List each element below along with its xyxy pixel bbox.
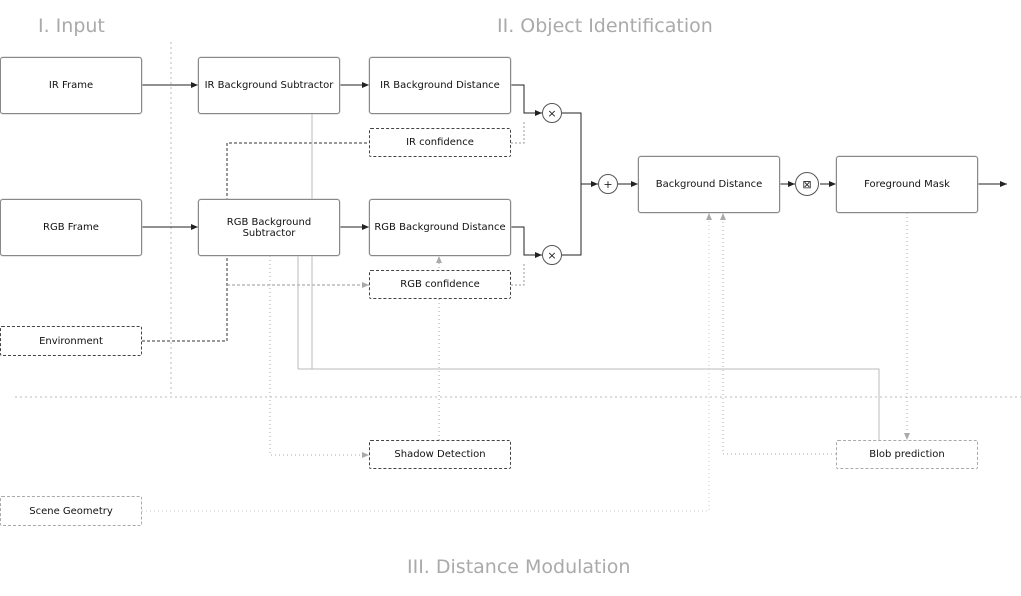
ir-background-distance-label: IR Background Distance [380, 80, 500, 91]
blob-prediction-label: Blob prediction [869, 449, 945, 460]
section-title-distance-modulation: III. Distance Modulation [407, 556, 631, 578]
shadow-detection-label: Shadow Detection [394, 449, 486, 460]
foreground-mask-node: Foreground Mask [836, 156, 978, 213]
threshold-operator: ⊠ [795, 172, 819, 196]
sum-operator: + [598, 174, 618, 194]
rgb-confidence-label: RGB confidence [400, 279, 480, 290]
shadow-detection-node: Shadow Detection [369, 440, 511, 469]
blob-prediction-node: Blob prediction [836, 440, 978, 469]
background-distance-node: Background Distance [638, 156, 780, 213]
section-title-input: I. Input [38, 15, 105, 37]
ir-confidence-node: IR confidence [369, 128, 511, 157]
rgb-background-subtractor-node: RGB Background Subtractor [198, 199, 340, 256]
rgb-multiply-operator: × [542, 245, 562, 265]
ir-confidence-label: IR confidence [406, 137, 474, 148]
rgb-background-distance-node: RGB Background Distance [369, 199, 511, 256]
ir-multiply-operator: × [542, 103, 562, 123]
rgb-background-distance-label: RGB Background Distance [374, 222, 506, 233]
rgb-confidence-node: RGB confidence [369, 270, 511, 299]
section-title-object-identification: II. Object Identification [497, 15, 713, 37]
scene-geometry-node: Scene Geometry [0, 496, 142, 526]
foreground-mask-label: Foreground Mask [864, 179, 950, 190]
scene-geometry-label: Scene Geometry [29, 505, 113, 517]
ir-background-subtractor-label: IR Background Subtractor [204, 80, 334, 91]
rgb-frame-label: RGB Frame [43, 222, 99, 233]
environment-label: Environment [39, 335, 103, 347]
ir-frame-label: IR Frame [48, 80, 94, 91]
environment-node: Environment [0, 326, 142, 356]
rgb-background-subtractor-label: RGB Background Subtractor [226, 216, 312, 239]
background-distance-label: Background Distance [655, 179, 763, 190]
ir-background-distance-node: IR Background Distance [369, 57, 511, 114]
rgb-frame-node: RGB Frame [0, 199, 142, 256]
ir-background-subtractor-node: IR Background Subtractor [198, 57, 340, 114]
ir-frame-node: IR Frame [0, 57, 142, 114]
